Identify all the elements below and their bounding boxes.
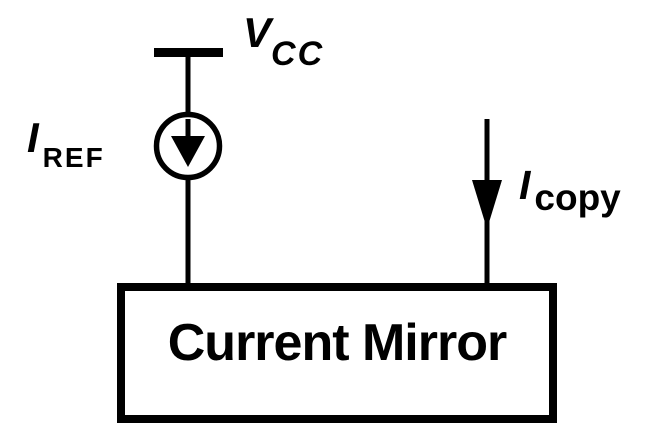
vcc-label-subscript: CC: [271, 35, 325, 73]
current-source-icon: [153, 111, 223, 181]
current-mirror-box-label: Current Mirror: [167, 314, 507, 372]
iref-label-base: I: [27, 114, 39, 161]
icopy-down-arrow-icon: [472, 180, 502, 229]
icopy-label-subscript: copy: [534, 177, 621, 218]
vcc-rail-icon: [154, 48, 223, 57]
vcc-label: VCC: [243, 9, 324, 72]
icopy-label-base: I: [519, 162, 531, 208]
iref-label-subscript: REF: [42, 142, 105, 173]
current-mirror-box: Current Mirror: [117, 283, 557, 423]
source-down-arrow-icon: [171, 136, 205, 167]
vcc-label-base: V: [243, 9, 272, 56]
